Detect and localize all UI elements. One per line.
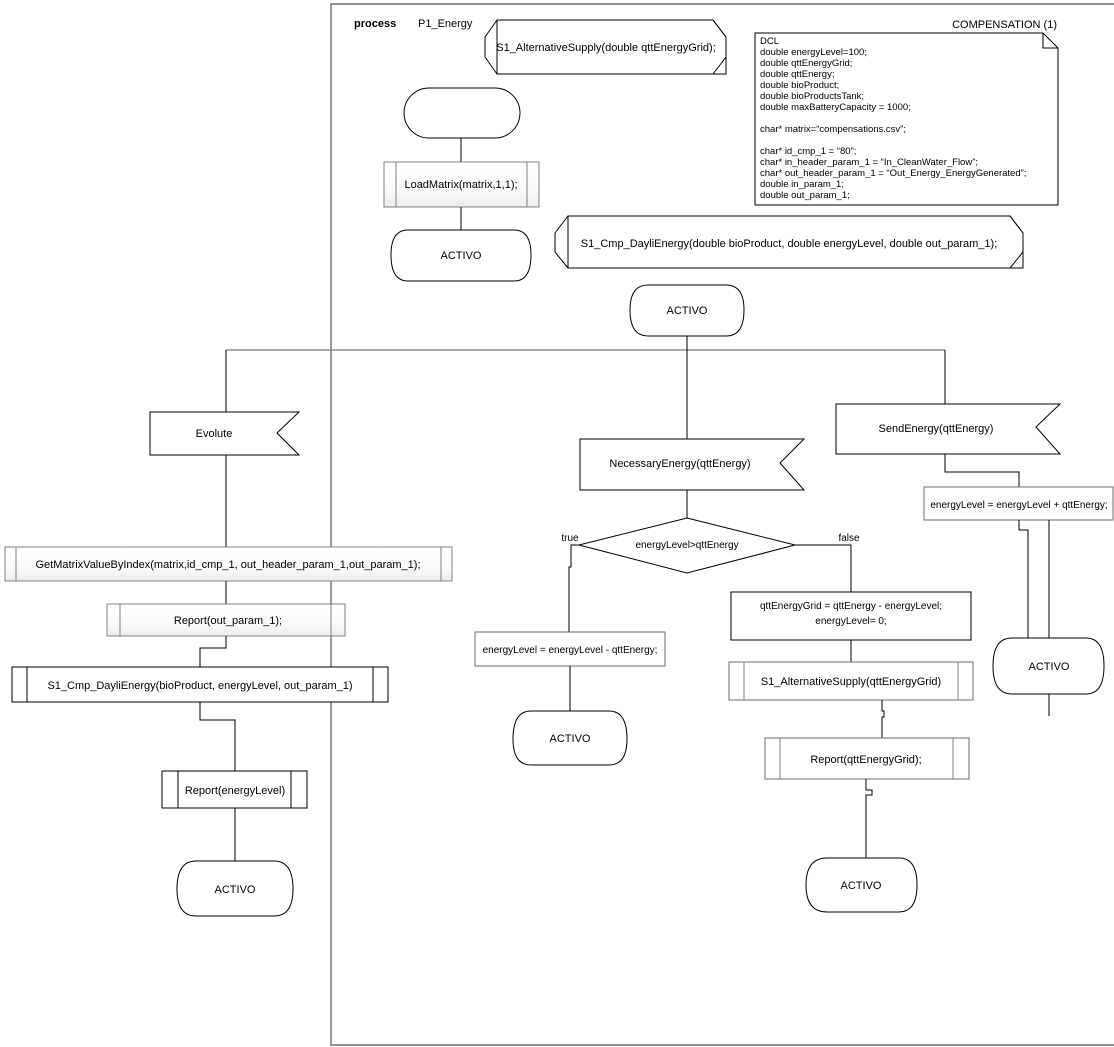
dcl-line-4: double bioProduct;: [760, 80, 839, 91]
task-energy-plus-text: energyLevel = energyLevel + qttEnergy;: [930, 500, 1107, 511]
procedure-alternative-supply-text: S1_AlternativeSupply(qttEnergyGrid): [761, 676, 941, 688]
input-send-energy: SendEnergy(qttEnergy): [835, 403, 1062, 455]
task-grid-assign-line2: energyLevel= 0;: [815, 616, 886, 627]
procedure-report-out-param-text: Report(out_param_1);: [174, 615, 282, 627]
state-activo-true-text: ACTIVO: [550, 733, 591, 745]
task-energy-plus: energyLevel = energyLevel + qttEnergy;: [923, 486, 1114, 521]
input-evolute: Evolute: [149, 411, 301, 456]
dcl-line-3: double qttEnergy;: [760, 69, 834, 80]
dcl-note: DCL double energyLevel=100; double qttEn…: [754, 32, 1059, 206]
connector-reportgrid-to-activo: [865, 779, 873, 858]
connector-cmpdayli-to-reportenergy: [199, 702, 236, 771]
task-grid-assign: qttEnergyGrid = qttEnergy - energyLevel;…: [730, 591, 972, 641]
frame-process-name: P1_Energy: [418, 18, 473, 30]
decision-branch-false-label: false: [838, 533, 860, 544]
state-activo-init: ACTIVO: [390, 229, 532, 282]
task-grid-assign-line1: qttEnergyGrid = qttEnergy - energyLevel;: [760, 601, 942, 612]
decision-branch-true-label: true: [561, 533, 579, 544]
input-necessary-energy-text: NecessaryEnergy(qttEnergy): [609, 458, 750, 470]
signal-decl-alternative-supply-text: S1_AlternativeSupply(double qttEnergyGri…: [496, 42, 716, 54]
procedure-cmp-dayli-energy-text: S1_Cmp_DayliEnergy(bioProduct, energyLev…: [47, 680, 352, 692]
procedure-report-energy-level-text: Report(energyLevel): [185, 785, 285, 797]
dcl-line-10: char* id_cmp_1 = “80”;: [760, 146, 856, 157]
state-activo-false-text: ACTIVO: [841, 880, 882, 892]
dcl-line-0: DCL: [760, 36, 779, 47]
procedure-get-matrix-value-by-index: GetMatrixValueByIndex(matrix,id_cmp_1, o…: [4, 546, 453, 582]
connector-true-branch: [568, 544, 579, 632]
connector-report-to-cmpdayli: [199, 636, 227, 667]
procedure-alternative-supply: S1_AlternativeSupply(qttEnergyGrid): [728, 661, 974, 701]
dcl-line-11: char* in_header_param_1 = “In_CleanWater…: [760, 157, 978, 168]
state-activo-main-text: ACTIVO: [667, 305, 708, 317]
state-activo-right-text: ACTIVO: [1029, 661, 1070, 673]
connector-energyplus-to-activo: [1018, 520, 1029, 638]
state-activo-main: ACTIVO: [629, 284, 745, 337]
dcl-line-2: double qttEnergyGrid;: [760, 58, 852, 69]
state-activo-false: ACTIVO: [805, 857, 918, 913]
procedure-cmp-dayli-energy: S1_Cmp_DayliEnergy(bioProduct, energyLev…: [11, 666, 389, 703]
dcl-note-lines: DCL double energyLevel=100; double qttEn…: [760, 36, 1026, 201]
procedure-get-matrix-value-by-index-text: GetMatrixValueByIndex(matrix,id_cmp_1, o…: [36, 559, 421, 571]
state-activo-left-text: ACTIVO: [215, 884, 256, 896]
dcl-line-14: double out_param_1;: [760, 190, 850, 201]
process-frame: [330, 3, 1114, 1046]
frame-keyword: process: [354, 18, 396, 30]
input-necessary-energy: NecessaryEnergy(qttEnergy): [579, 438, 806, 491]
procedure-loadmatrix-text: LoadMatrix(matrix,1,1);: [404, 179, 517, 191]
procedure-loadmatrix: LoadMatrix(matrix,1,1);: [383, 161, 540, 208]
compensation-label: COMPENSATION (1): [952, 19, 1057, 31]
dcl-line-13: double in_param_1;: [760, 179, 844, 190]
connector-altsupply-to-reportgrid: [881, 700, 885, 738]
dcl-line-12: char* out_header_param_1 = “Out_Energy_E…: [760, 168, 1026, 179]
dcl-line-5: double bioProductsTank;: [760, 91, 864, 102]
procedure-report-out-param: Report(out_param_1);: [106, 603, 346, 637]
state-activo-init-text: ACTIVO: [441, 250, 482, 262]
connector-sendenergy-to-energyplus: [944, 454, 1020, 487]
connector-false-branch: [795, 544, 852, 592]
input-send-energy-text: SendEnergy(qttEnergy): [879, 423, 994, 435]
signal-decl-alternative-supply: S1_AlternativeSupply(double qttEnergyGri…: [484, 19, 727, 75]
start-symbol: [403, 87, 521, 139]
dcl-line-8: char* matrix=“compensations.csv”;: [760, 124, 906, 135]
connector-bus-main: [226, 336, 945, 351]
state-activo-left: ACTIVO: [176, 860, 294, 917]
signal-decl-cmp-dayli-energy-text: S1_Cmp_DayliEnergy(double bioProduct, do…: [581, 238, 997, 250]
procedure-report-energy-level: Report(energyLevel): [161, 770, 308, 809]
task-energy-minus: energyLevel = energyLevel - qttEnergy;: [474, 631, 666, 667]
decision-energy-level-text: energyLevel>qttEnergy: [635, 540, 738, 551]
state-activo-true: ACTIVO: [512, 710, 628, 766]
signal-decl-cmp-dayli-energy: S1_Cmp_DayliEnergy(double bioProduct, do…: [554, 215, 1024, 269]
input-evolute-text: Evolute: [196, 428, 233, 440]
dcl-line-1: double energyLevel=100;: [760, 47, 867, 58]
task-energy-minus-text: energyLevel = energyLevel - qttEnergy;: [483, 645, 658, 656]
state-activo-right: ACTIVO: [992, 637, 1105, 695]
decision-energy-level: energyLevel>qttEnergy: [578, 517, 796, 574]
procedure-report-grid-text: Report(qttEnergyGrid);: [810, 754, 921, 766]
dcl-line-6: double maxBatteryCapacity = 1000;: [760, 102, 911, 113]
procedure-report-grid: Report(qttEnergyGrid);: [764, 737, 970, 780]
